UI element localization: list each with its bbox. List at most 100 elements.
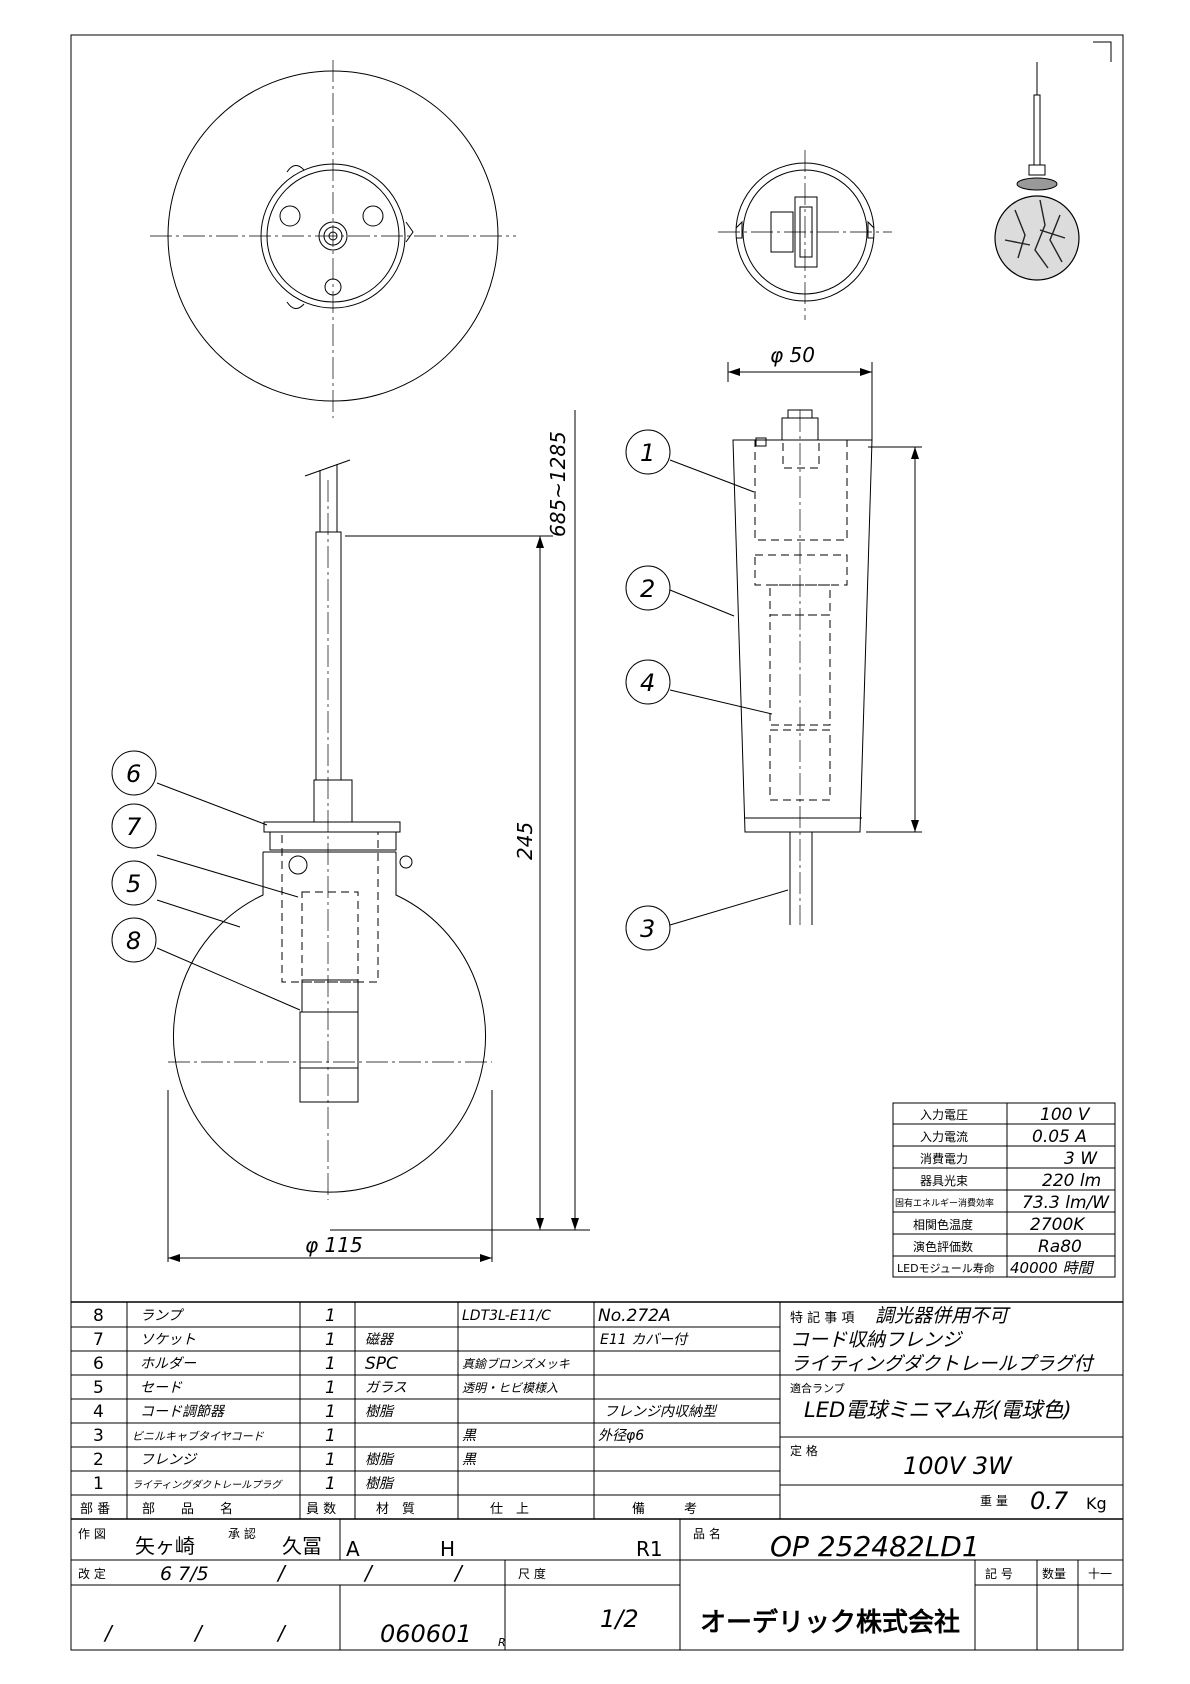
callout-1: 1 (625, 429, 671, 475)
svg-text:220 lm: 220 lm (1042, 1171, 1101, 1191)
svg-text:適合ランプ: 適合ランプ (790, 1381, 845, 1395)
svg-text:相関色温度: 相関色温度 (913, 1217, 973, 1232)
svg-text:樹脂: 樹脂 (365, 1404, 395, 1420)
dim-top-diameter: φ 50 (770, 343, 815, 367)
svg-text:十一: 十一 (1088, 1567, 1112, 1581)
svg-text:演色評価数: 演色評価数 (913, 1239, 973, 1254)
svg-text:/: / (103, 1621, 114, 1645)
svg-text:100V 3W: 100V 3W (903, 1452, 1013, 1480)
callout-7: 7 (111, 803, 157, 849)
svg-text:オーデリック株式会社: オーデリック株式会社 (700, 1607, 960, 1638)
spec-row: 演色評価数 Ra80 (913, 1237, 1082, 1257)
svg-text:7: 7 (126, 813, 142, 841)
svg-text:5: 5 (93, 1378, 104, 1398)
svg-text:1: 1 (325, 1450, 336, 1470)
svg-text:材 質: 材 質 (376, 1502, 415, 1517)
svg-text:Kg: Kg (1086, 1494, 1107, 1513)
svg-text:No.272A: No.272A (598, 1306, 671, 1326)
svg-text:2: 2 (640, 575, 655, 603)
svg-text:/: / (453, 1561, 464, 1585)
callout-6: 6 (111, 750, 157, 796)
svg-text:ランプ: ランプ (140, 1308, 185, 1324)
dimension-lines (167, 410, 590, 1262)
title-block-grid (71, 1519, 1123, 1650)
svg-text:R1: R1 (636, 1537, 663, 1561)
svg-text:0.7: 0.7 (1030, 1487, 1069, 1515)
svg-text:OP 252482LD1: OP 252482LD1 (770, 1530, 980, 1563)
svg-text:Ra80: Ra80 (1038, 1237, 1082, 1257)
svg-text:真鍮ブロンズメッキ: 真鍮ブロンズメッキ (462, 1357, 570, 1371)
svg-text:1: 1 (325, 1330, 336, 1350)
callouts (156, 459, 789, 1011)
svg-text:7: 7 (93, 1330, 104, 1350)
svg-text:1: 1 (325, 1306, 336, 1326)
parts-row: 5 セード 1 ガラス 透明・ヒビ模様入 (93, 1378, 558, 1398)
svg-text:ソケット: ソケット (140, 1332, 196, 1348)
svg-text:記 号: 記 号 (985, 1566, 1013, 1581)
parts-row: 3 ビニルキャブタイヤコード 1 黒 外径φ6 (93, 1426, 644, 1446)
svg-text:ビニルキャブタイヤコード: ビニルキャブタイヤコード (132, 1430, 265, 1443)
svg-text:4: 4 (640, 669, 655, 697)
svg-text:ライティングダクトレールプラグ: ライティングダクトレールプラグ (132, 1479, 283, 1491)
svg-text:2700K: 2700K (1030, 1215, 1086, 1235)
svg-text:/: / (276, 1561, 287, 1585)
svg-text:部 番: 部 番 (80, 1502, 110, 1517)
svg-text:1: 1 (325, 1378, 336, 1398)
callout-2: 2 (625, 565, 671, 611)
svg-text:40000 時間: 40000 時間 (1010, 1259, 1094, 1277)
svg-text:黒: 黒 (462, 1428, 477, 1444)
svg-text:2: 2 (93, 1450, 104, 1470)
parts-row: 6 ホルダー 1 SPC 真鍮ブロンズメッキ (93, 1354, 570, 1374)
svg-text:SPC: SPC (365, 1354, 398, 1374)
svg-text:透明・ヒビ模様入: 透明・ヒビ模様入 (462, 1381, 558, 1395)
title-block: 作 図 矢ヶ崎 承 認 久冨 A H R1 品 名 OP 252482LD1 改… (78, 1526, 1112, 1649)
svg-text:部 品 名: 部 品 名 (142, 1501, 233, 1517)
svg-text:入力電圧: 入力電圧 (920, 1108, 968, 1122)
svg-text:ライティングダクトレールプラグ付: ライティングダクトレールプラグ付 (790, 1353, 1095, 1375)
parts-row: 7 ソケット 1 磁器 E11 カバー付 (93, 1330, 689, 1350)
flange-section-view (727, 362, 922, 925)
dim-shade-diameter: φ 115 (305, 1233, 363, 1257)
parts-row: 8 ランプ 1 LDT3L-E11/C No.272A (93, 1306, 671, 1326)
svg-text:1: 1 (325, 1474, 336, 1494)
svg-text:特 記 事 項: 特 記 事 項 (790, 1310, 854, 1326)
svg-text:ホルダー: ホルダー (140, 1356, 197, 1372)
svg-text:フレンジ内収納型: フレンジ内収納型 (604, 1404, 718, 1420)
svg-text:8: 8 (93, 1306, 104, 1326)
svg-text:樹脂: 樹脂 (365, 1452, 395, 1468)
parts-header: 部 番 部 品 名 員 数 材 質 仕 上 備 考 (80, 1501, 697, 1517)
svg-text:矢ヶ崎: 矢ヶ崎 (135, 1534, 195, 1558)
svg-text:数量: 数量 (1042, 1566, 1066, 1581)
svg-text:改 定: 改 定 (78, 1566, 106, 1581)
svg-text:員 数: 員 数 (306, 1502, 336, 1517)
callout-5: 5 (111, 860, 157, 906)
socket-top-view (718, 150, 892, 320)
parts-row: 1 ライティングダクトレールプラグ 1 樹脂 (93, 1474, 395, 1494)
top-view (150, 60, 516, 418)
svg-text:5: 5 (126, 870, 141, 898)
notes-panel: 特 記 事 項 調光器併用不可 コード収納フレンジ ライティングダクトレールプラ… (790, 1305, 1107, 1515)
front-view (168, 459, 492, 1200)
svg-text:6 7/5: 6 7/5 (160, 1563, 209, 1585)
callout-4: 4 (625, 659, 671, 705)
svg-text:仕 上: 仕 上 (490, 1502, 529, 1517)
svg-text:フレンジ: フレンジ (140, 1452, 198, 1468)
svg-text:品 名: 品 名 (693, 1526, 721, 1541)
svg-text:入力電流: 入力電流 (920, 1130, 968, 1144)
svg-text:73.3 lm/W: 73.3 lm/W (1022, 1193, 1110, 1213)
svg-text:1: 1 (93, 1474, 104, 1494)
callout-8: 8 (111, 917, 157, 963)
svg-text:H: H (440, 1537, 455, 1561)
svg-text:6: 6 (93, 1354, 104, 1374)
parts-row: 4 コード調節器 1 樹脂 フレンジ内収納型 (93, 1402, 718, 1422)
svg-text:8: 8 (126, 927, 141, 955)
spec-table (892, 1102, 1116, 1278)
svg-text:1: 1 (640, 439, 655, 467)
svg-text:A: A (346, 1537, 360, 1561)
svg-text:3: 3 (640, 915, 655, 943)
